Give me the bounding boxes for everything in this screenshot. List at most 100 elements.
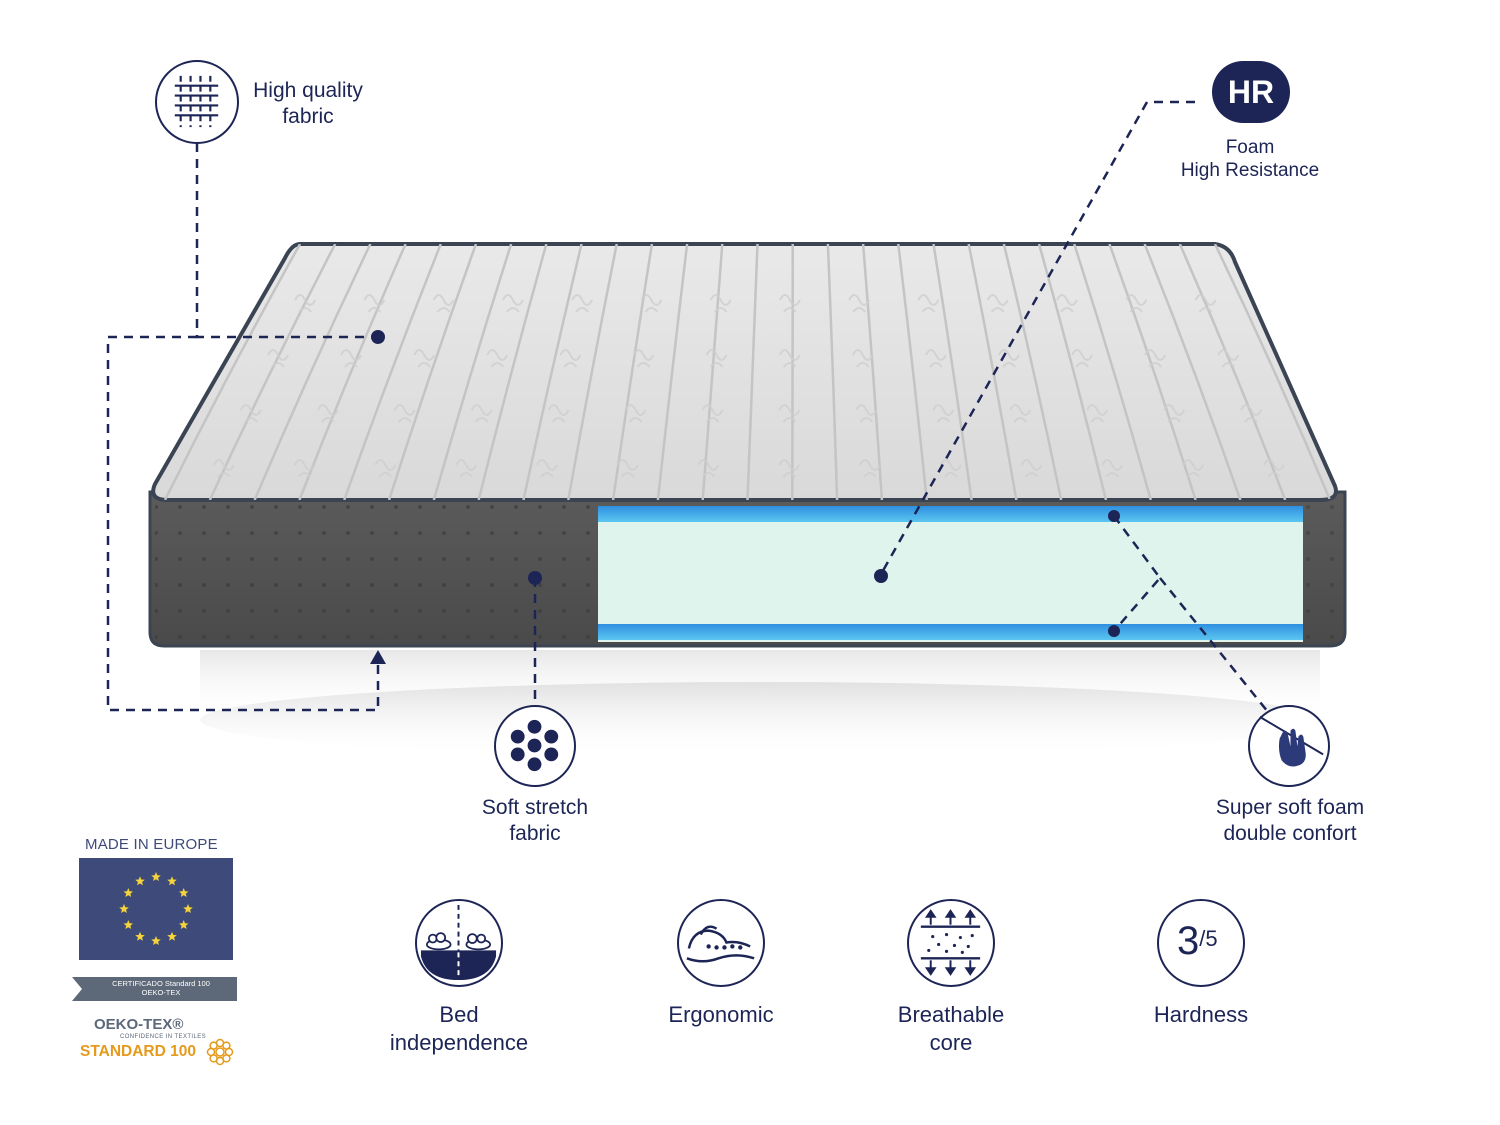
oeko-ribbon: CERTIFICADO Standard 100 OEKO-TEX xyxy=(72,977,237,1001)
ribbon-line1: CERTIFICADO Standard 100 xyxy=(112,979,210,988)
feature-breathable-label: Breathable core xyxy=(897,1002,1005,1055)
hardness-icon: 3/5 xyxy=(1157,899,1245,987)
fabric-swirl xyxy=(848,294,871,313)
fabric-swirl xyxy=(547,404,570,423)
fabric-swirl xyxy=(340,349,363,368)
feature-hardness-label: Hardness xyxy=(1153,1002,1249,1027)
fabric-swirl xyxy=(470,404,493,423)
quilt-rib xyxy=(477,244,548,500)
fabric-swirl xyxy=(624,404,647,423)
breathable-core-icon xyxy=(907,899,995,987)
hr-label: Foam High Resistance xyxy=(1180,137,1320,181)
eu-star xyxy=(167,931,177,941)
fabric-swirl xyxy=(432,294,455,313)
fabric-swirl xyxy=(939,459,962,478)
eu-star xyxy=(151,936,161,945)
fabric-swirl xyxy=(855,404,878,423)
woven-fabric-icon xyxy=(155,60,239,144)
quilt-rib xyxy=(1108,244,1197,500)
quilt-rib xyxy=(567,244,618,500)
fabric-swirl xyxy=(1056,294,1078,313)
fabric-swirl xyxy=(778,349,801,368)
eu-star xyxy=(119,904,129,913)
eu-star xyxy=(135,876,145,886)
quilt-rib xyxy=(746,244,759,500)
leader-hr xyxy=(878,100,1195,577)
fabric-swirl xyxy=(697,459,720,478)
made-in-europe: MADE IN EUROPE xyxy=(85,836,218,853)
quilt-rib xyxy=(826,244,839,500)
bed-independence-icon xyxy=(415,899,503,987)
pointer-foam-top xyxy=(1108,510,1120,522)
fabric-swirl xyxy=(932,404,955,423)
fabric-swirl xyxy=(709,294,732,313)
fabric-swirl xyxy=(1182,459,1205,478)
fabric-swirl xyxy=(363,294,386,313)
fabric-swirl xyxy=(294,294,316,313)
fabric-swirl xyxy=(632,349,655,368)
fabric-swirl xyxy=(1086,404,1109,423)
stretch-fabric-icon xyxy=(494,705,576,787)
ribbon-line2: OEKO-TEX xyxy=(141,988,181,997)
quilt-rib xyxy=(611,244,654,500)
fabric-swirl xyxy=(925,349,947,368)
hand-press-icon xyxy=(1248,705,1330,787)
fabric-swirl xyxy=(778,404,801,423)
quilt-rib xyxy=(432,244,513,500)
eu-star xyxy=(179,920,189,929)
eu-flag xyxy=(79,858,233,960)
fabric-swirl xyxy=(701,404,724,423)
fabric-swirl xyxy=(455,459,478,478)
fabric-swirl xyxy=(1262,459,1285,478)
fabric-swirl xyxy=(212,459,235,478)
fabric-swirl xyxy=(1125,294,1148,313)
fabric-swirl xyxy=(559,349,582,368)
oeko-flower-icon xyxy=(205,1037,235,1067)
quilt-rib xyxy=(343,244,442,500)
eu-star xyxy=(167,876,177,886)
oeko-standard: STANDARD 100 xyxy=(80,1043,196,1060)
quilt-rib xyxy=(897,244,928,500)
fabric-swirl xyxy=(1101,459,1124,478)
quilt-rib xyxy=(1213,244,1332,500)
quilt-rib xyxy=(522,244,583,500)
pointer-fabric xyxy=(371,330,385,344)
quilt-rib xyxy=(932,244,973,500)
stretch-label: Soft stretch fabric xyxy=(481,796,589,845)
hr-badge: HR xyxy=(1212,61,1290,123)
quilt-rib xyxy=(387,244,478,500)
feature-bed-label: Bed independence xyxy=(389,1002,529,1055)
foam-top-band xyxy=(598,506,1303,522)
foam-core xyxy=(598,506,1303,642)
hardness-scale: /5 xyxy=(1199,926,1218,951)
fabric-swirl xyxy=(705,349,728,368)
quilt-rib xyxy=(1178,244,1287,500)
eu-star xyxy=(123,920,133,929)
fabric-label: High quality fabric xyxy=(253,79,363,128)
eu-star xyxy=(179,888,189,897)
fabric-swirl xyxy=(640,294,663,313)
fabric-swirl xyxy=(571,294,594,313)
pointer-hr xyxy=(874,569,888,583)
fabric-swirl xyxy=(240,404,262,423)
fabric-swirl xyxy=(1194,294,1217,313)
quilt-rib xyxy=(253,244,372,500)
fabric-swirl xyxy=(616,459,639,478)
fabric-swirl xyxy=(998,349,1020,368)
fabric-swirl xyxy=(1009,404,1032,423)
eu-star xyxy=(123,888,133,897)
eu-star xyxy=(151,872,161,881)
fabric-swirl xyxy=(501,294,524,313)
fabric-swirl xyxy=(536,459,558,478)
fabric-swirl xyxy=(779,294,801,313)
pointer-foam-bottom xyxy=(1108,625,1120,637)
fabric-swirl xyxy=(1020,459,1043,478)
mattress-top xyxy=(151,242,1338,502)
leader-softfoam-down xyxy=(1159,577,1269,713)
quilt-rib xyxy=(1073,244,1152,500)
fabric-swirl xyxy=(374,459,397,478)
fabric-swirl xyxy=(859,459,881,478)
foam-bottom-band xyxy=(598,624,1303,640)
oeko-tagline: CONFIDENCE IN TEXTILES xyxy=(120,1034,207,1040)
quilt-rib xyxy=(163,244,302,500)
